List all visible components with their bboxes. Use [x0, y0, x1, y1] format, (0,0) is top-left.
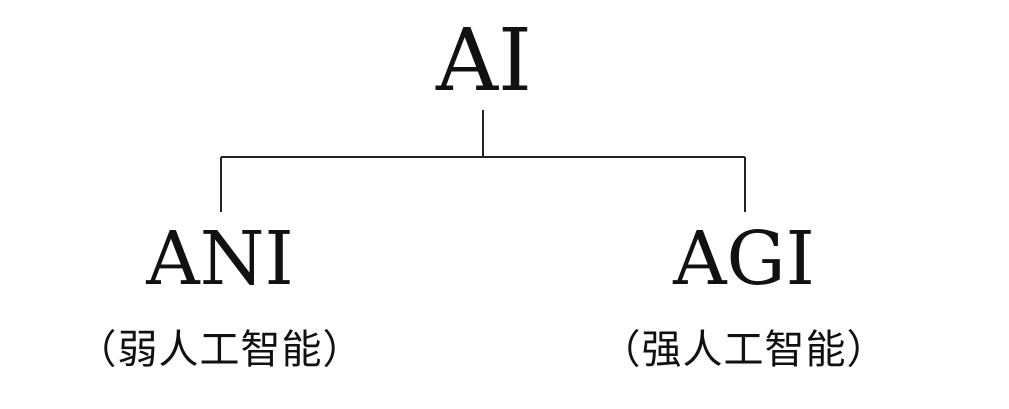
root-node-ai: AI [435, 11, 533, 111]
child-node-ani-description: （弱人工智能） [76, 327, 364, 373]
child-node-agi-description: （强人工智能） [600, 327, 888, 373]
child-node-ani: ANI [146, 216, 294, 302]
child-node-agi: AGI [673, 216, 815, 302]
